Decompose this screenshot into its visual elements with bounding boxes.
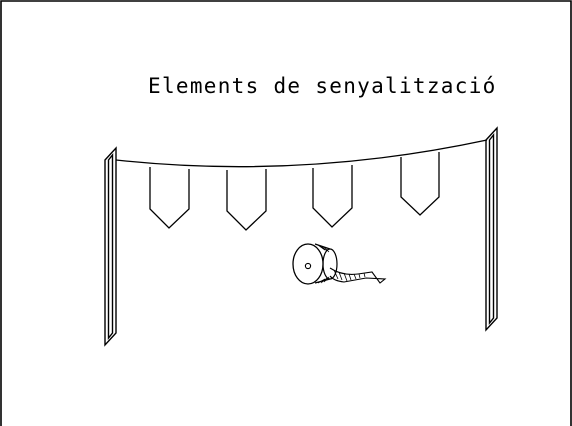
tape-roll-icon (292, 243, 387, 285)
pennant-icon (149, 167, 190, 229)
post-left-icon (104, 146, 117, 347)
pennant-icon (400, 152, 440, 216)
drawing-title: Elements de senyalització (148, 74, 497, 98)
post-right-icon (485, 126, 498, 332)
pennant-icon (226, 169, 267, 231)
rope-icon (115, 139, 488, 168)
pennant-icon (312, 165, 353, 228)
